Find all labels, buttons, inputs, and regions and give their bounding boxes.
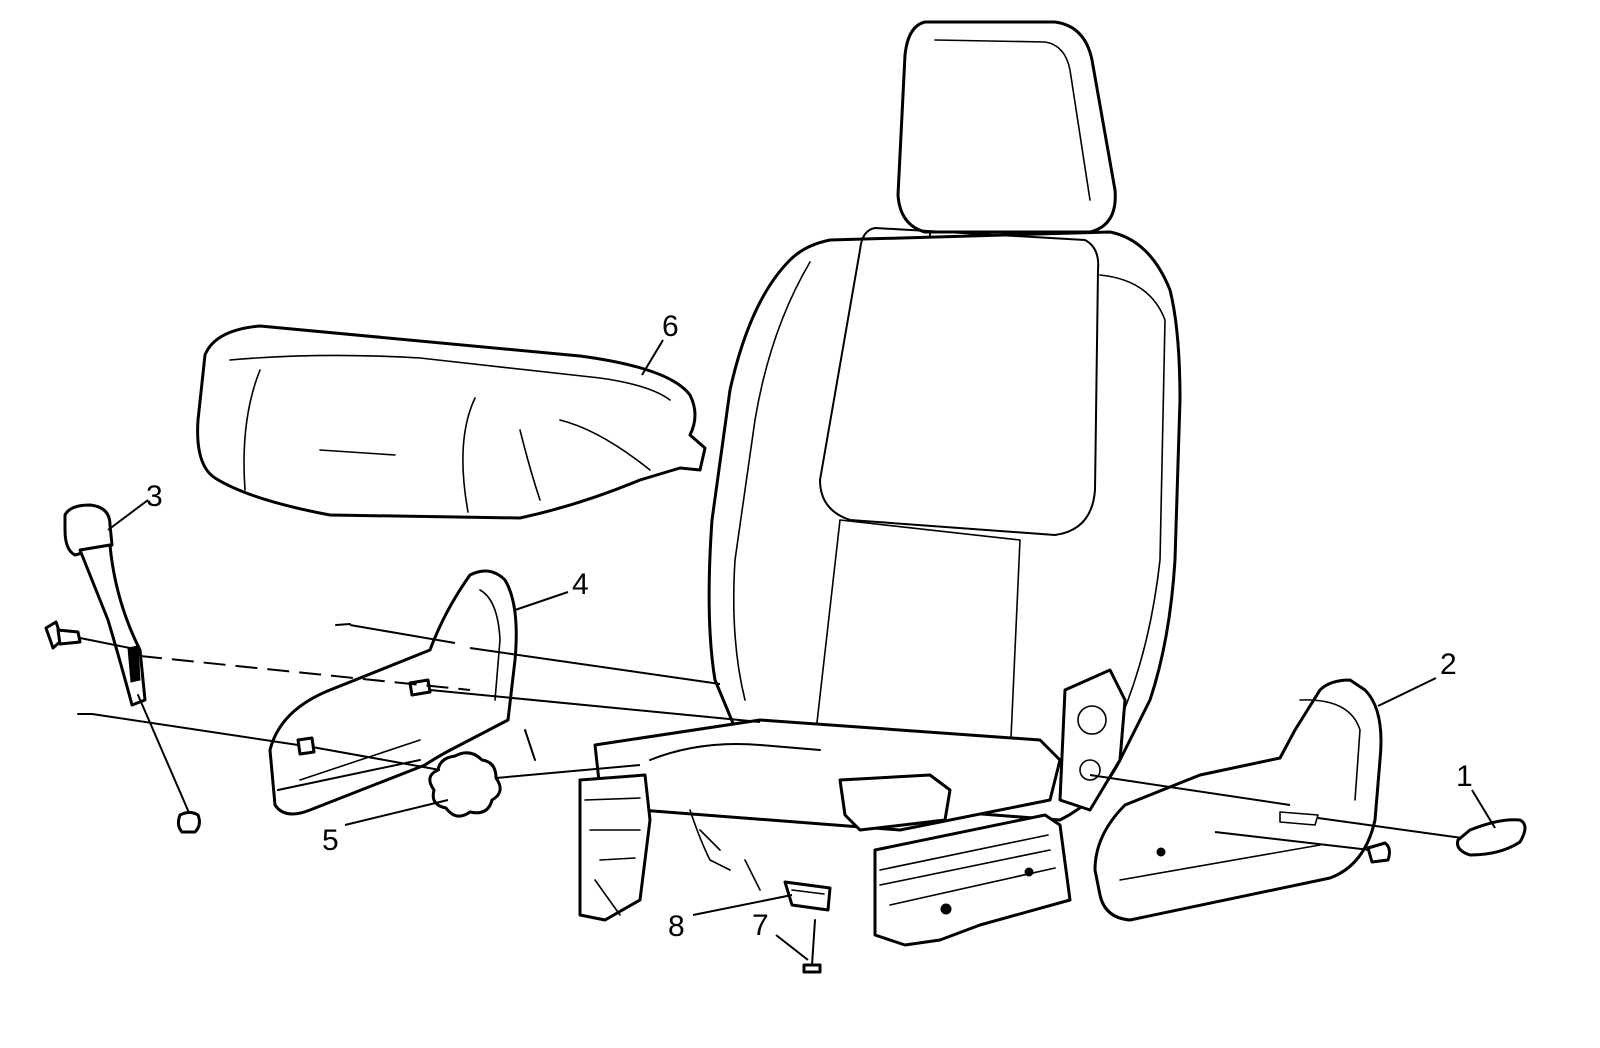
cushion-welt-left — [243, 369, 261, 491]
side-shield-left-body — [268, 569, 518, 816]
fastener-7-stem — [811, 919, 816, 966]
seat-belt-buckle — [63, 503, 201, 834]
motor-wiring — [689, 809, 761, 891]
lumbar-knob-body — [428, 751, 502, 818]
handle-clip — [1366, 841, 1391, 864]
buckle-anchor — [176, 811, 201, 834]
seat-cushion-body — [196, 324, 707, 520]
callout-2: 2 — [1440, 648, 1457, 681]
guide-panel-to-handle — [1317, 817, 1463, 839]
buckle-strap — [78, 543, 147, 707]
side-shield-left-thick-edge — [277, 759, 421, 791]
recliner-handle-body — [1456, 818, 1527, 857]
right-track-hole-2 — [1024, 867, 1034, 877]
callout-labels: 1 2 3 4 5 6 7 8 — [146, 310, 1473, 943]
seat-adjuster-assembly — [578, 668, 1127, 947]
callout-3: 3 — [146, 480, 163, 513]
side-shield-right-body — [1093, 678, 1383, 922]
screw-shield — [524, 729, 536, 761]
headrest — [896, 20, 1117, 234]
side-shield-left — [268, 569, 518, 816]
guide-panel-to-clip — [1214, 831, 1371, 851]
adjuster-link — [649, 743, 821, 761]
back-center-panel — [819, 227, 1100, 536]
side-shield-right — [1093, 678, 1383, 922]
fastener-7-head — [802, 963, 822, 974]
side-shield-right-slot — [1279, 811, 1319, 826]
lumbar-knob — [428, 751, 502, 818]
recliner-bracket-detail — [1077, 705, 1107, 781]
leader-3 — [107, 499, 149, 531]
recliner-bracket — [1058, 668, 1127, 812]
headrest-inner — [934, 39, 1091, 201]
motor-housing — [838, 773, 952, 832]
guide-shield-to-back — [469, 647, 721, 685]
bracket-8-detail — [791, 889, 825, 895]
right-track — [873, 813, 1072, 947]
buckle-bolt-shank — [56, 628, 82, 646]
left-track — [578, 773, 652, 922]
guide-screw-lower — [91, 713, 299, 746]
side-shield-left-clip — [408, 678, 432, 697]
cushion-welt-right — [462, 397, 476, 513]
buckle-cable — [137, 694, 191, 816]
guide-screw-upper — [349, 624, 456, 644]
buckle-head — [63, 503, 114, 557]
leader-7 — [775, 934, 809, 961]
side-shield-right-hole — [1156, 847, 1166, 857]
callout-7: 7 — [752, 909, 769, 942]
assembly-guides — [79, 624, 1463, 851]
guide-knob-to-frame — [495, 764, 641, 779]
callout-8: 8 — [668, 910, 685, 943]
seat-back — [707, 20, 1182, 822]
side-shield-right-inner — [1119, 699, 1361, 881]
guide-frame-to-panel — [1089, 774, 1291, 806]
leader-6 — [641, 339, 664, 376]
guide-clip-to-frame — [429, 689, 761, 723]
callout-leaders — [107, 339, 1496, 961]
leader-2 — [1377, 677, 1437, 707]
guide-buckle-to-seat — [139, 655, 471, 691]
cushion-welt-top — [229, 354, 671, 401]
callout-6: 6 — [662, 310, 679, 343]
back-edge-left — [732, 261, 811, 701]
cushion-side-right — [519, 419, 651, 501]
recliner-handle — [1456, 818, 1527, 857]
buckle-bolt — [44, 620, 82, 650]
callout-4: 4 — [572, 568, 589, 601]
side-shield-left-inner — [299, 589, 501, 781]
guide-clip-to-knob — [311, 746, 441, 771]
leader-1 — [1471, 789, 1496, 829]
leader-8 — [692, 894, 793, 916]
side-shield-left-clip-2 — [296, 736, 316, 756]
screw-upper — [335, 623, 351, 626]
bracket-8 — [783, 880, 832, 912]
seat-cushion — [196, 324, 707, 520]
leader-5 — [344, 799, 449, 826]
left-track-detail — [584, 797, 641, 916]
leader-4 — [514, 591, 569, 611]
right-track-hole — [940, 903, 952, 915]
cushion-crease — [319, 449, 396, 456]
buckle-slot — [127, 645, 141, 683]
guide-bolt-to-buckle — [79, 637, 131, 649]
bolster-right — [1099, 274, 1166, 721]
callout-1: 1 — [1456, 760, 1473, 793]
callout-5: 5 — [322, 824, 339, 857]
